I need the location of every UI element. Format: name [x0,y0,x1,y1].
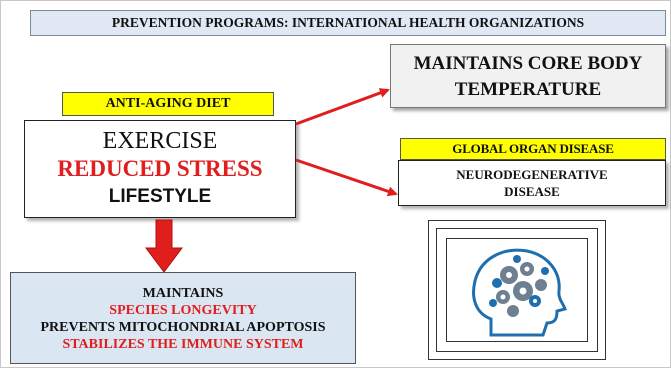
arrow-to-neurodegenerative [295,158,398,197]
core-temperature-box: MAINTAINS CORE BODY TEMPERATURE [390,44,666,108]
image-frame-middle [436,228,598,352]
core-temperature-line-1: MAINTAINS CORE BODY [413,53,643,74]
species-longevity-text: SPECIES LONGEVITY [109,303,257,318]
neuro-line-1: NEURODEGENERATIVE [456,167,608,182]
maintains-box: MAINTAINS SPECIES LONGEVITY PREVENTS MIT… [10,272,356,364]
maintains-heading: MAINTAINS [142,286,224,301]
immune-system-text: STABILIZES THE IMMUNE SYSTEM [62,337,304,352]
down-arrow-to-maintains [145,219,183,273]
arrow-to-core-temperature [295,88,390,126]
lifestyle-text: LIFESTYLE [108,186,212,207]
anti-aging-diet-tag: ANTI-AGING DIET [62,92,274,116]
brain-gears-head-icon [472,248,567,337]
reduced-stress-text: REDUCED STRESS [57,156,263,181]
banner-title: PREVENTION PROGRAMS: INTERNATIONAL HEALT… [30,10,666,36]
mitochondrial-apoptosis-text: PREVENTS MITOCHONDRIAL APOPTOSIS [40,320,326,335]
brain-image [446,238,588,342]
lifestyle-box: EXERCISE REDUCED STRESS LIFESTYLE [24,120,296,218]
neurodegenerative-disease-box: NEURODEGENERATIVE DISEASE [398,160,666,206]
global-organ-disease-tag: GLOBAL ORGAN DISEASE [400,138,666,160]
core-temperature-line-2: TEMPERATURE [454,79,602,100]
exercise-text: EXERCISE [102,128,218,154]
neuro-line-2: DISEASE [504,184,560,199]
